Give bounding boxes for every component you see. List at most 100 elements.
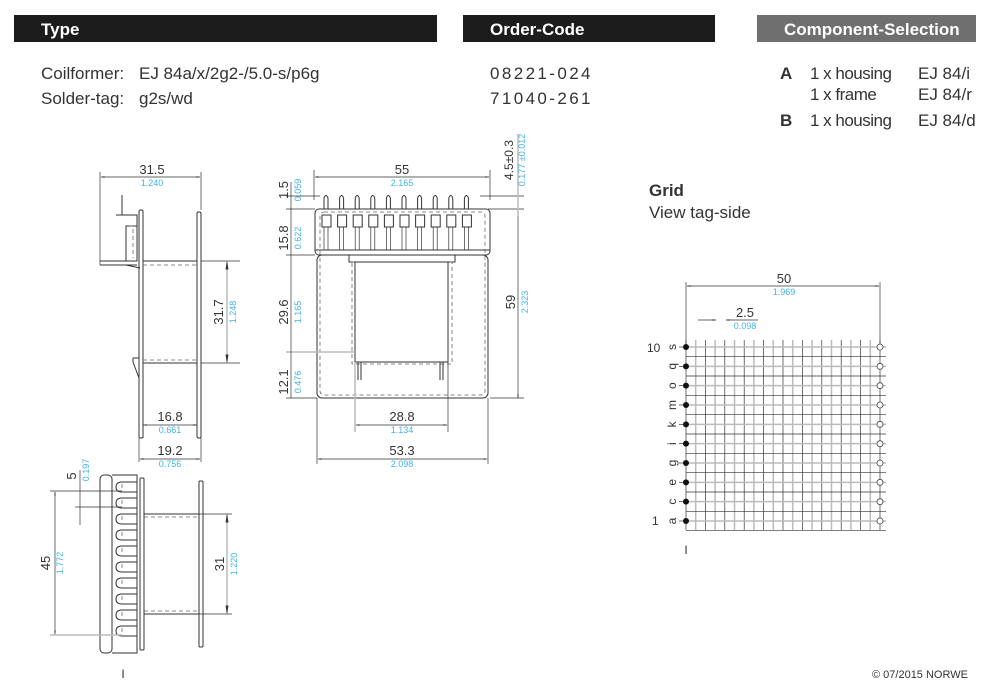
grid-point-open [876,362,884,370]
pin-socket [415,214,426,228]
solder-slot [115,625,137,637]
pin [401,195,407,209]
pin [370,195,376,209]
grid-point-filled [683,440,689,447]
grid-marker: I [684,543,687,557]
pin-socket [446,214,457,228]
grid-row-top-number: 10 [647,341,661,355]
pin-socket [383,214,394,228]
side-outer-in: 0.756 [159,459,182,469]
bottom-height-in: 1.220 [229,553,239,576]
grid-point-open [876,343,884,351]
grid-row-letter: g [665,460,679,467]
side-width-mm: 31.5 [139,162,164,177]
pin-socket [337,214,348,228]
grid-point-open [876,420,884,428]
solder-slot [115,609,137,621]
front-top-mm: 15.8 [276,225,291,250]
header-type: Type [14,15,437,42]
component-part-d: EJ 84/d [918,111,976,130]
side-width-in: 1.240 [141,178,164,188]
order-code-coilformer: 08221-024 [490,64,593,83]
grid-point-open [876,478,884,486]
component-qty-frame: 1 x frame [810,85,877,104]
grid-row-letter: k [665,420,679,427]
grid-point-filled [683,382,689,389]
grid-point-open [876,498,884,506]
grid-point-filled [683,344,689,350]
solder-slot [115,593,137,605]
front-pin-in: 0.059 [293,179,303,202]
grid-point-open [876,401,884,409]
copyright: © 07/2015 NORWE [872,669,968,681]
grid-point-open [876,459,884,467]
bottom-span-in: 1.772 [55,552,65,575]
grid-row-letter: e [665,479,679,486]
component-group-b: B [780,111,793,130]
pin-socket [321,214,332,228]
grid-row-letter: o [665,382,679,389]
solder-slot [115,497,137,509]
bottom-height-mm: 31 [212,557,227,571]
grid-point-filled [683,479,689,486]
pin [417,195,423,209]
header-order-code: Order-Code [463,15,715,42]
front-view: 55 2.165 1.5 0.059 15.8 0.622 29.6 1.165… [276,134,530,469]
pin-socket [399,214,410,228]
pin [354,195,360,209]
grid-row-letter: s [665,344,679,350]
front-mid-in: 1.165 [293,301,303,324]
grid-row-letter: i [665,442,679,445]
grid-point-open [876,440,884,448]
pin [448,195,454,209]
grid-point-filled [683,402,689,408]
header-component-selection: Component-Selection [757,15,976,42]
solder-slot [115,513,137,525]
front-height-in: 2.323 [520,291,530,314]
pin-socket [430,214,441,228]
grid-width-in: 1.969 [773,287,796,297]
grid-pitch-mm: 2.5 [736,305,754,320]
component-part-r: EJ 84/r [918,85,972,104]
front-core-in: 1.134 [391,425,414,435]
front-width-mm: 55 [395,162,409,177]
soldertag-label: Solder-tag: [41,89,125,108]
pin-socket [368,214,379,228]
grid-point-open [876,382,884,390]
grid-row-letter: a [665,517,679,524]
component-part-i: EJ 84/i [918,64,970,83]
front-height-mm: 59 [503,295,518,309]
grid-row-letter: c [665,499,679,505]
side-outer-mm: 19.2 [157,443,182,458]
grid-pitch-in: 0.098 [734,321,757,331]
side-inner-mm: 16.8 [157,409,182,424]
side-height-in: 1.248 [228,301,238,324]
pin-row [321,195,472,250]
bottom-view: 5 0.197 45 1.772 31 1.220 I [38,459,239,681]
solder-slot [115,561,137,573]
front-top-in: 0.622 [293,227,303,250]
grid-row-bottom-number: 1 [652,514,659,528]
grid-subtitle: View tag-side [649,203,751,222]
grid-point-filled [683,421,689,428]
grid-point-filled [683,363,689,370]
bottom-pitch-in: 0.197 [81,459,91,482]
pin [432,195,438,209]
solder-slot [115,545,137,557]
grid-point-filled [683,460,689,466]
bottom-span-mm: 45 [38,556,53,570]
component-qty-housing-a: 1 x housing [810,64,892,83]
front-bottom-mm: 12.1 [276,369,291,394]
bottom-pitch-mm: 5 [64,472,79,479]
pin-socket [352,214,363,228]
side-height-mm: 31.7 [211,299,226,324]
grid-point-open [876,517,884,525]
front-base-in: 2.098 [391,459,414,469]
pin [339,195,345,209]
side-view: 31.5 1.240 31.7 1.248 16.8 0.661 19.2 0.… [99,162,240,469]
front-core-mm: 28.8 [389,409,414,424]
pin [323,195,329,209]
front-tol-in: 0.177 ±0.012 [517,134,527,186]
